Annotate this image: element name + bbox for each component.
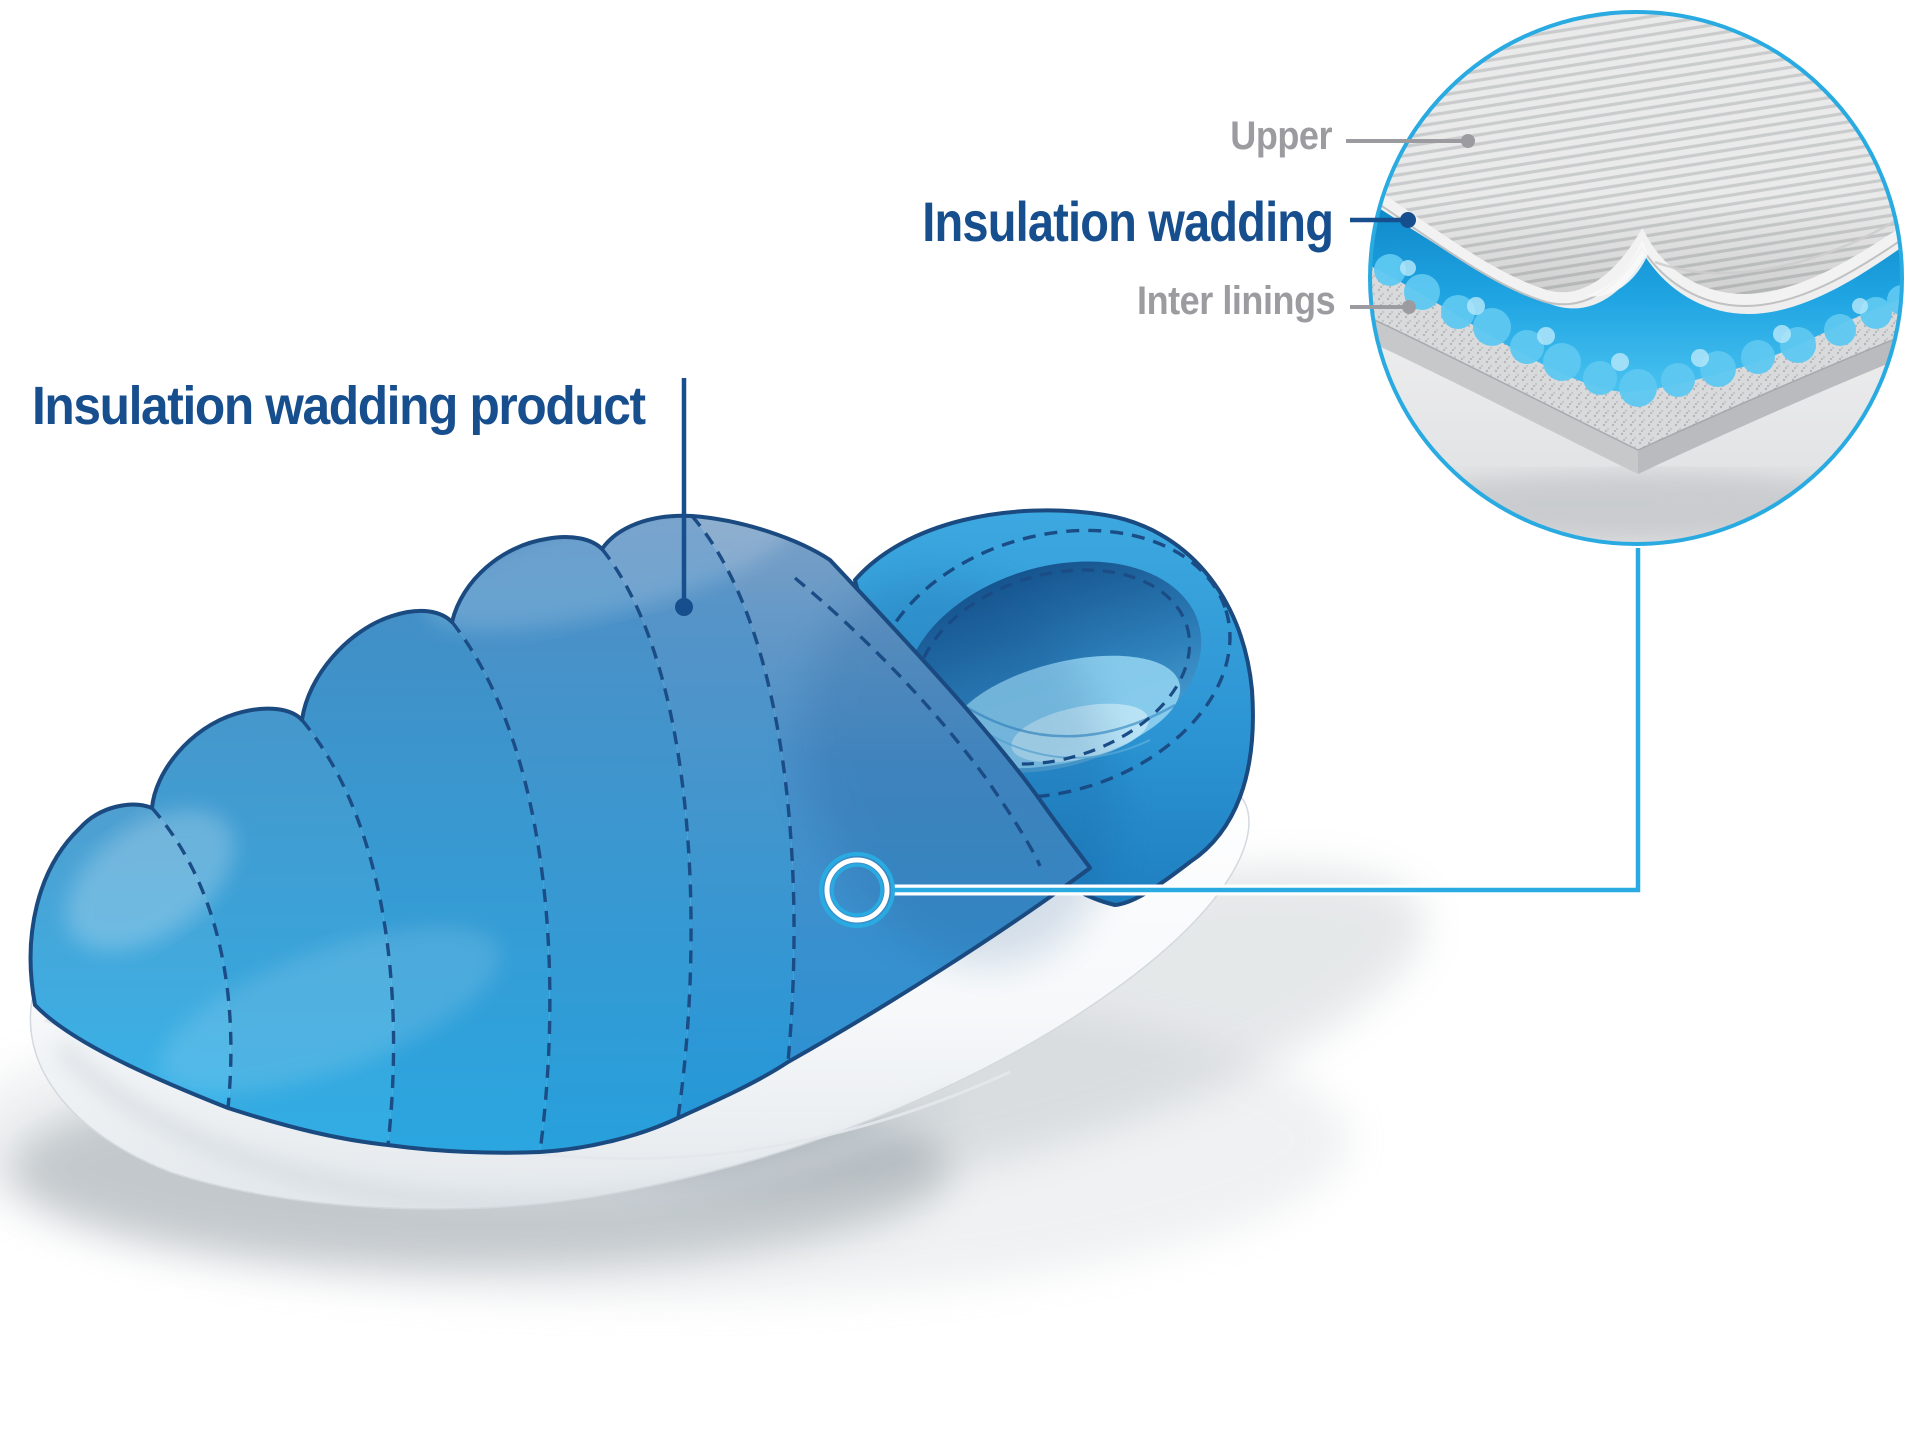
quilt-band-4 — [452, 537, 692, 1152]
inset-circle-ring — [1368, 10, 1904, 546]
upper-label: Upper — [1230, 114, 1332, 158]
quilt-seams — [150, 514, 1042, 1153]
cross-section-inset — [1346, 10, 1904, 546]
interlinings-callout — [1350, 300, 1416, 314]
product-callout — [675, 378, 693, 616]
layer-wadding — [1370, 200, 1902, 407]
magnifier-connector — [819, 548, 1644, 928]
quilt-band-5 — [602, 515, 795, 1118]
magnifier-circle — [819, 852, 895, 928]
vamp-outline — [28, 513, 1092, 1155]
product-label: Insulation wadding product — [32, 376, 646, 436]
inter-linings-label: Inter linings — [1136, 279, 1336, 323]
insulation-wadding-label: Insulation wadding — [922, 190, 1334, 253]
upper-callout — [1346, 134, 1475, 148]
wadding-callout — [1350, 212, 1416, 228]
shoe-vamp — [28, 499, 1117, 1155]
connector-line — [893, 548, 1641, 893]
quilt-band-3 — [302, 610, 550, 1153]
product-callout-dot — [675, 598, 693, 616]
